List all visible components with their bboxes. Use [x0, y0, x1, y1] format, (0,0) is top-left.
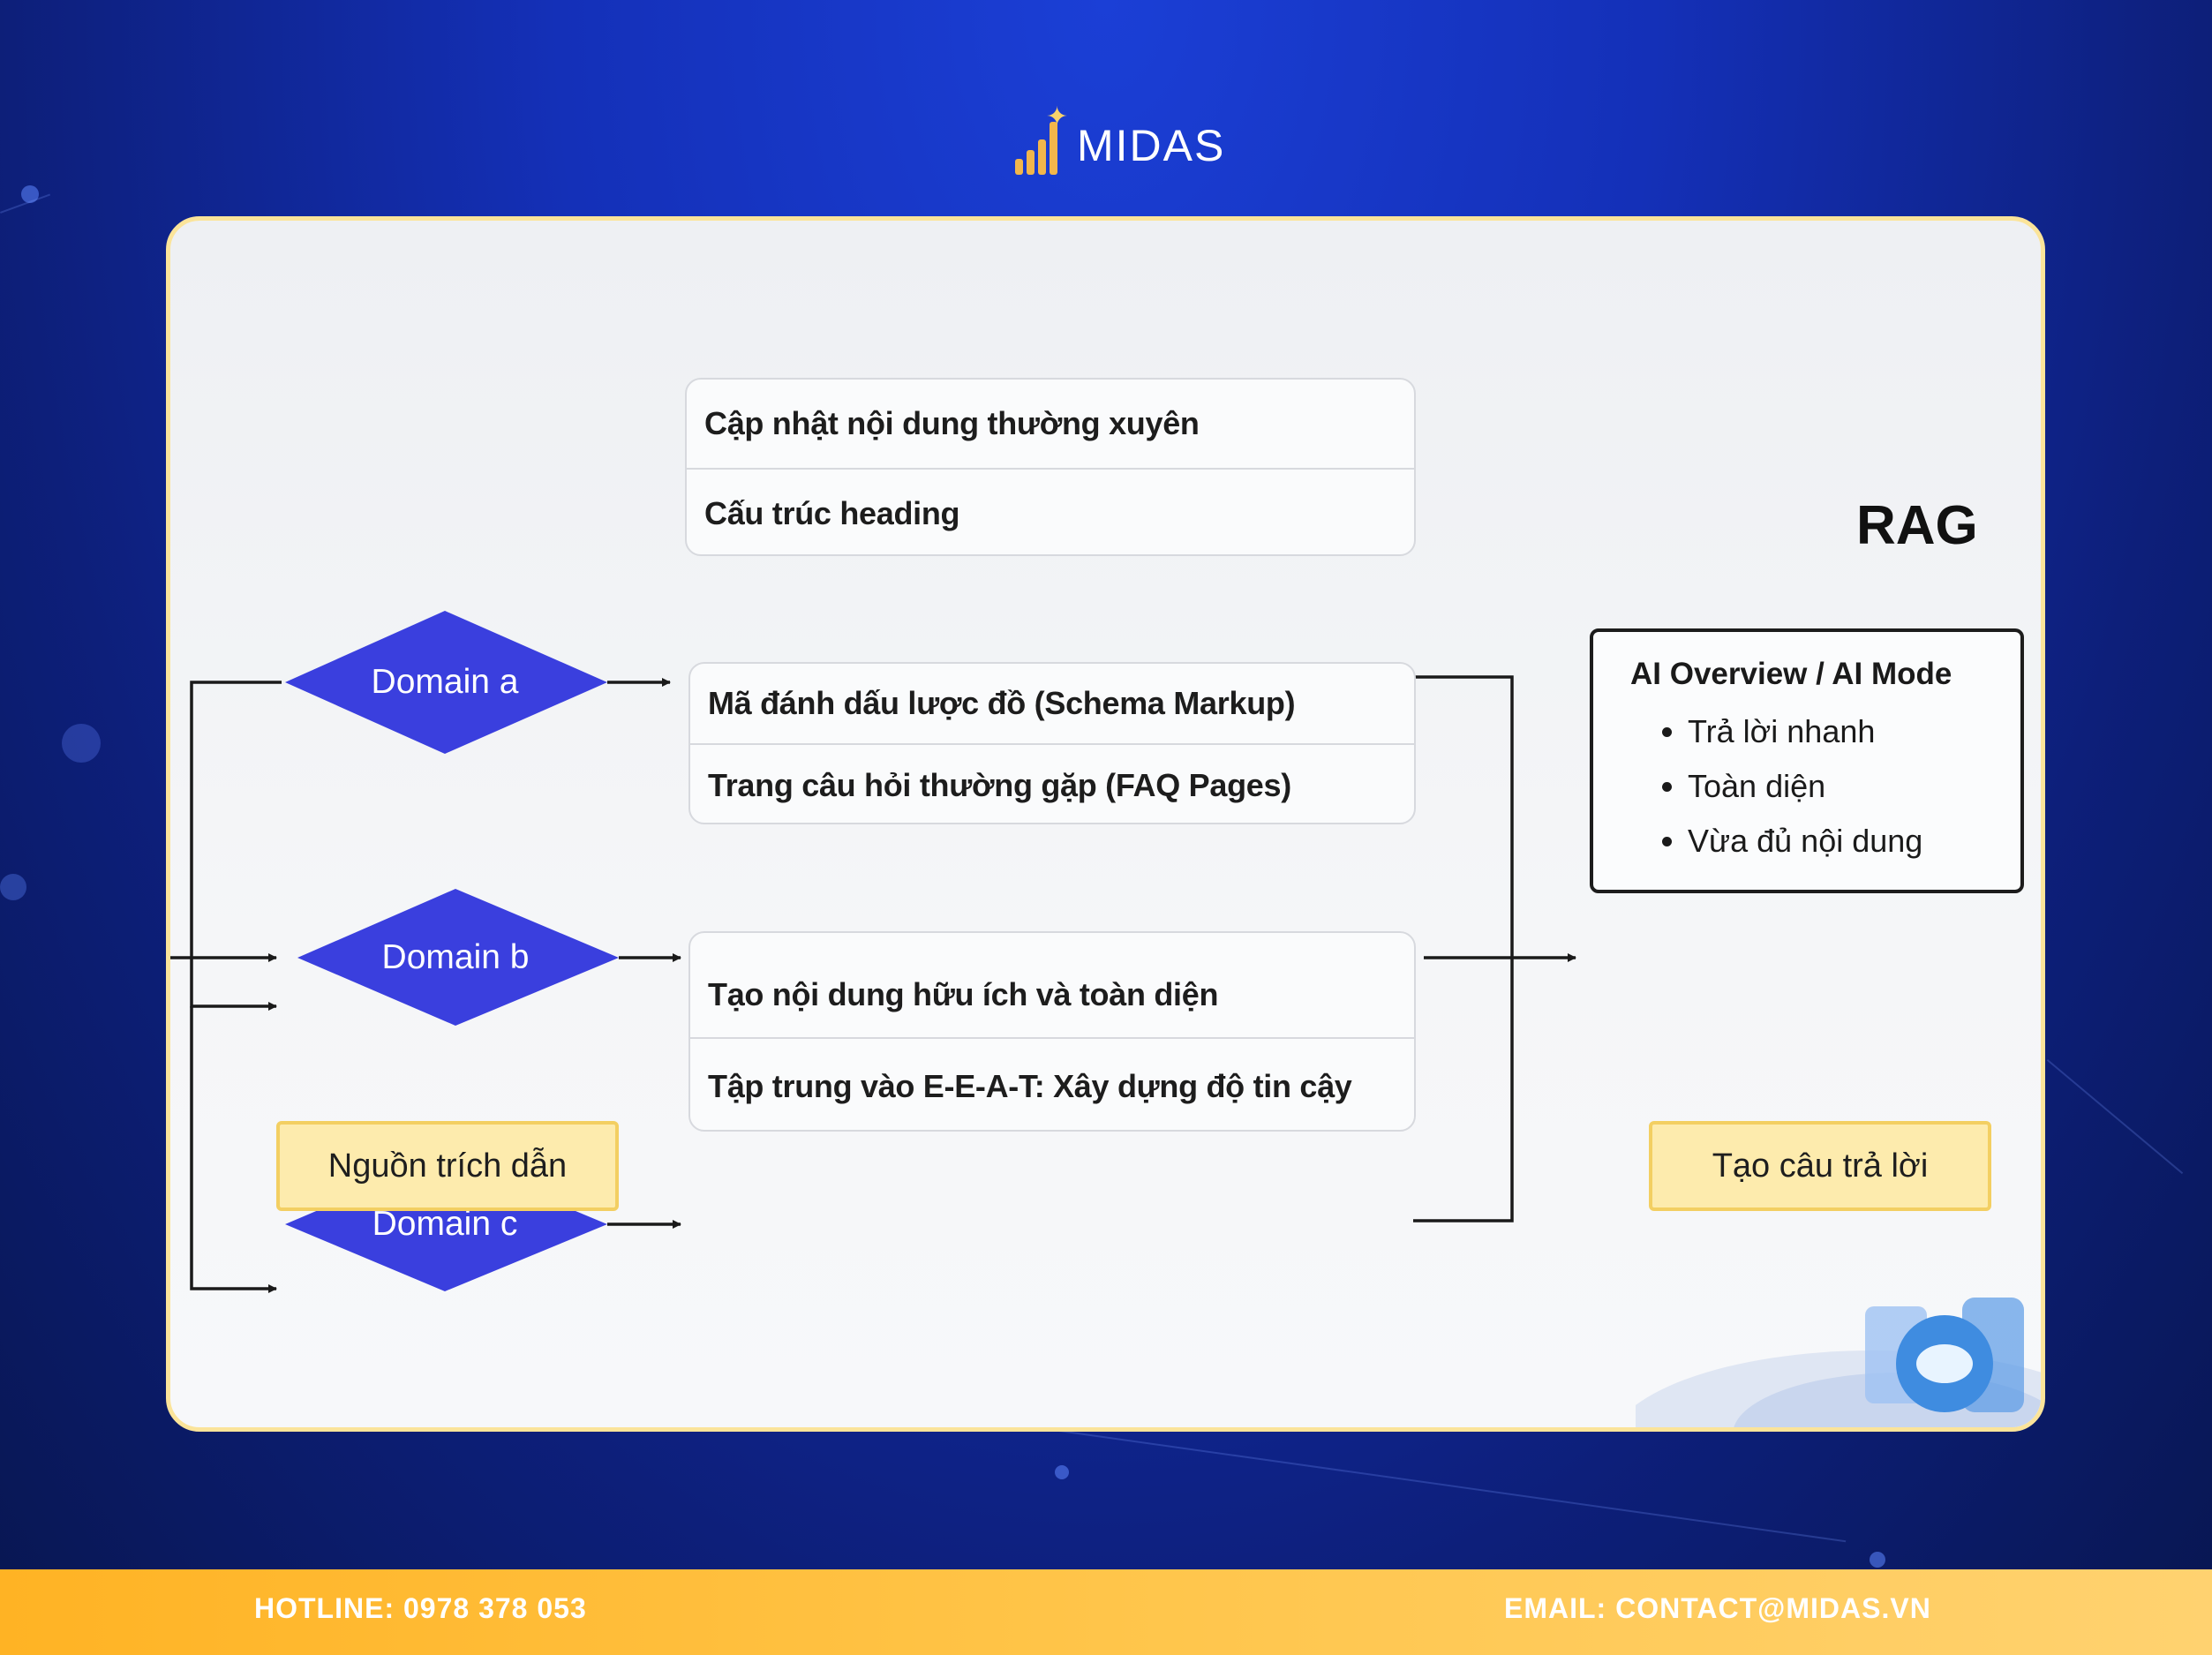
- strategy-item: Tạo nội dung hữu ích và toàn diện: [708, 976, 1219, 1012]
- logo-bars-icon: ✦: [1015, 104, 1068, 175]
- strategy-item: Mã đánh dấu lược đồ (Schema Markup): [708, 685, 1296, 721]
- bg-dot: [62, 724, 101, 763]
- ai-output-list: Trả lời nhanh Toàn diện Vừa đủ nội dung: [1630, 704, 2020, 869]
- domain-c-label: Domain c: [372, 1205, 518, 1243]
- arrow-to-domain-a: [190, 681, 282, 1011]
- diamond-domain-a: [285, 611, 607, 754]
- ai-output-title: AI Overview / AI Mode: [1630, 657, 1952, 691]
- strategy-item: Tập trung vào E-E-A-T: Xây dựng độ tin c…: [690, 1037, 1414, 1130]
- bg-dot: [21, 185, 39, 203]
- bg-dot: [0, 874, 26, 900]
- bg-line: [2046, 1059, 2184, 1175]
- merge-bracket: [1413, 675, 1514, 1222]
- strategy-item: Trang câu hỏi thường gặp (FAQ Pages): [690, 743, 1414, 823]
- footer-bar: HOTLINE: 0978 378 053 EMAIL: CONTACT@MID…: [0, 1569, 2212, 1655]
- strategy-item: Cấu trúc heading: [687, 468, 1414, 554]
- arrow-to-domain-c: [190, 1006, 277, 1293]
- rag-title: RAG: [1856, 495, 1978, 556]
- brand-name: MIDAS: [1077, 121, 1226, 170]
- domain-c-strategies: Tạo nội dung hữu ích và toàn diện Tập tr…: [688, 931, 1416, 1132]
- list-item: Toàn diện: [1688, 759, 2020, 814]
- strategy-item: Cập nhật nội dung thường xuyên: [704, 405, 1200, 441]
- domain-a-label: Domain a: [371, 663, 519, 701]
- email-text: EMAIL: CONTACT@MIDAS.VN: [1504, 1592, 1931, 1624]
- domain-a-strategies: Cập nhật nội dung thường xuyên Cấu trúc …: [685, 378, 1416, 556]
- list-item: Trả lời nhanh: [1688, 704, 2020, 759]
- answer-generation-label: Tạo câu trả lời: [1649, 1121, 1991, 1211]
- diagram-card: Domain a Domain b Domain c Cập nhật nội …: [166, 216, 2045, 1432]
- domain-b-strategies: Mã đánh dấu lược đồ (Schema Markup) Tran…: [688, 662, 1416, 824]
- star-icon: ✦: [1046, 102, 1069, 132]
- diamond-domain-b: [297, 889, 619, 1026]
- bg-dot: [1870, 1552, 1885, 1568]
- domain-b-label: Domain b: [381, 938, 530, 976]
- bg-line: [1058, 1430, 1847, 1543]
- cloud-illustration: [1636, 1298, 2041, 1427]
- ai-output-box: AI Overview / AI Mode Trả lời nhanh Toàn…: [1590, 628, 2024, 893]
- midas-logo: ✦ MIDAS: [1015, 95, 1225, 175]
- source-citation-label: Nguồn trích dẫn: [276, 1121, 619, 1211]
- hotline-text: HOTLINE: 0978 378 053: [254, 1592, 587, 1624]
- bg-dot: [1055, 1465, 1069, 1479]
- list-item: Vừa đủ nội dung: [1688, 814, 2020, 869]
